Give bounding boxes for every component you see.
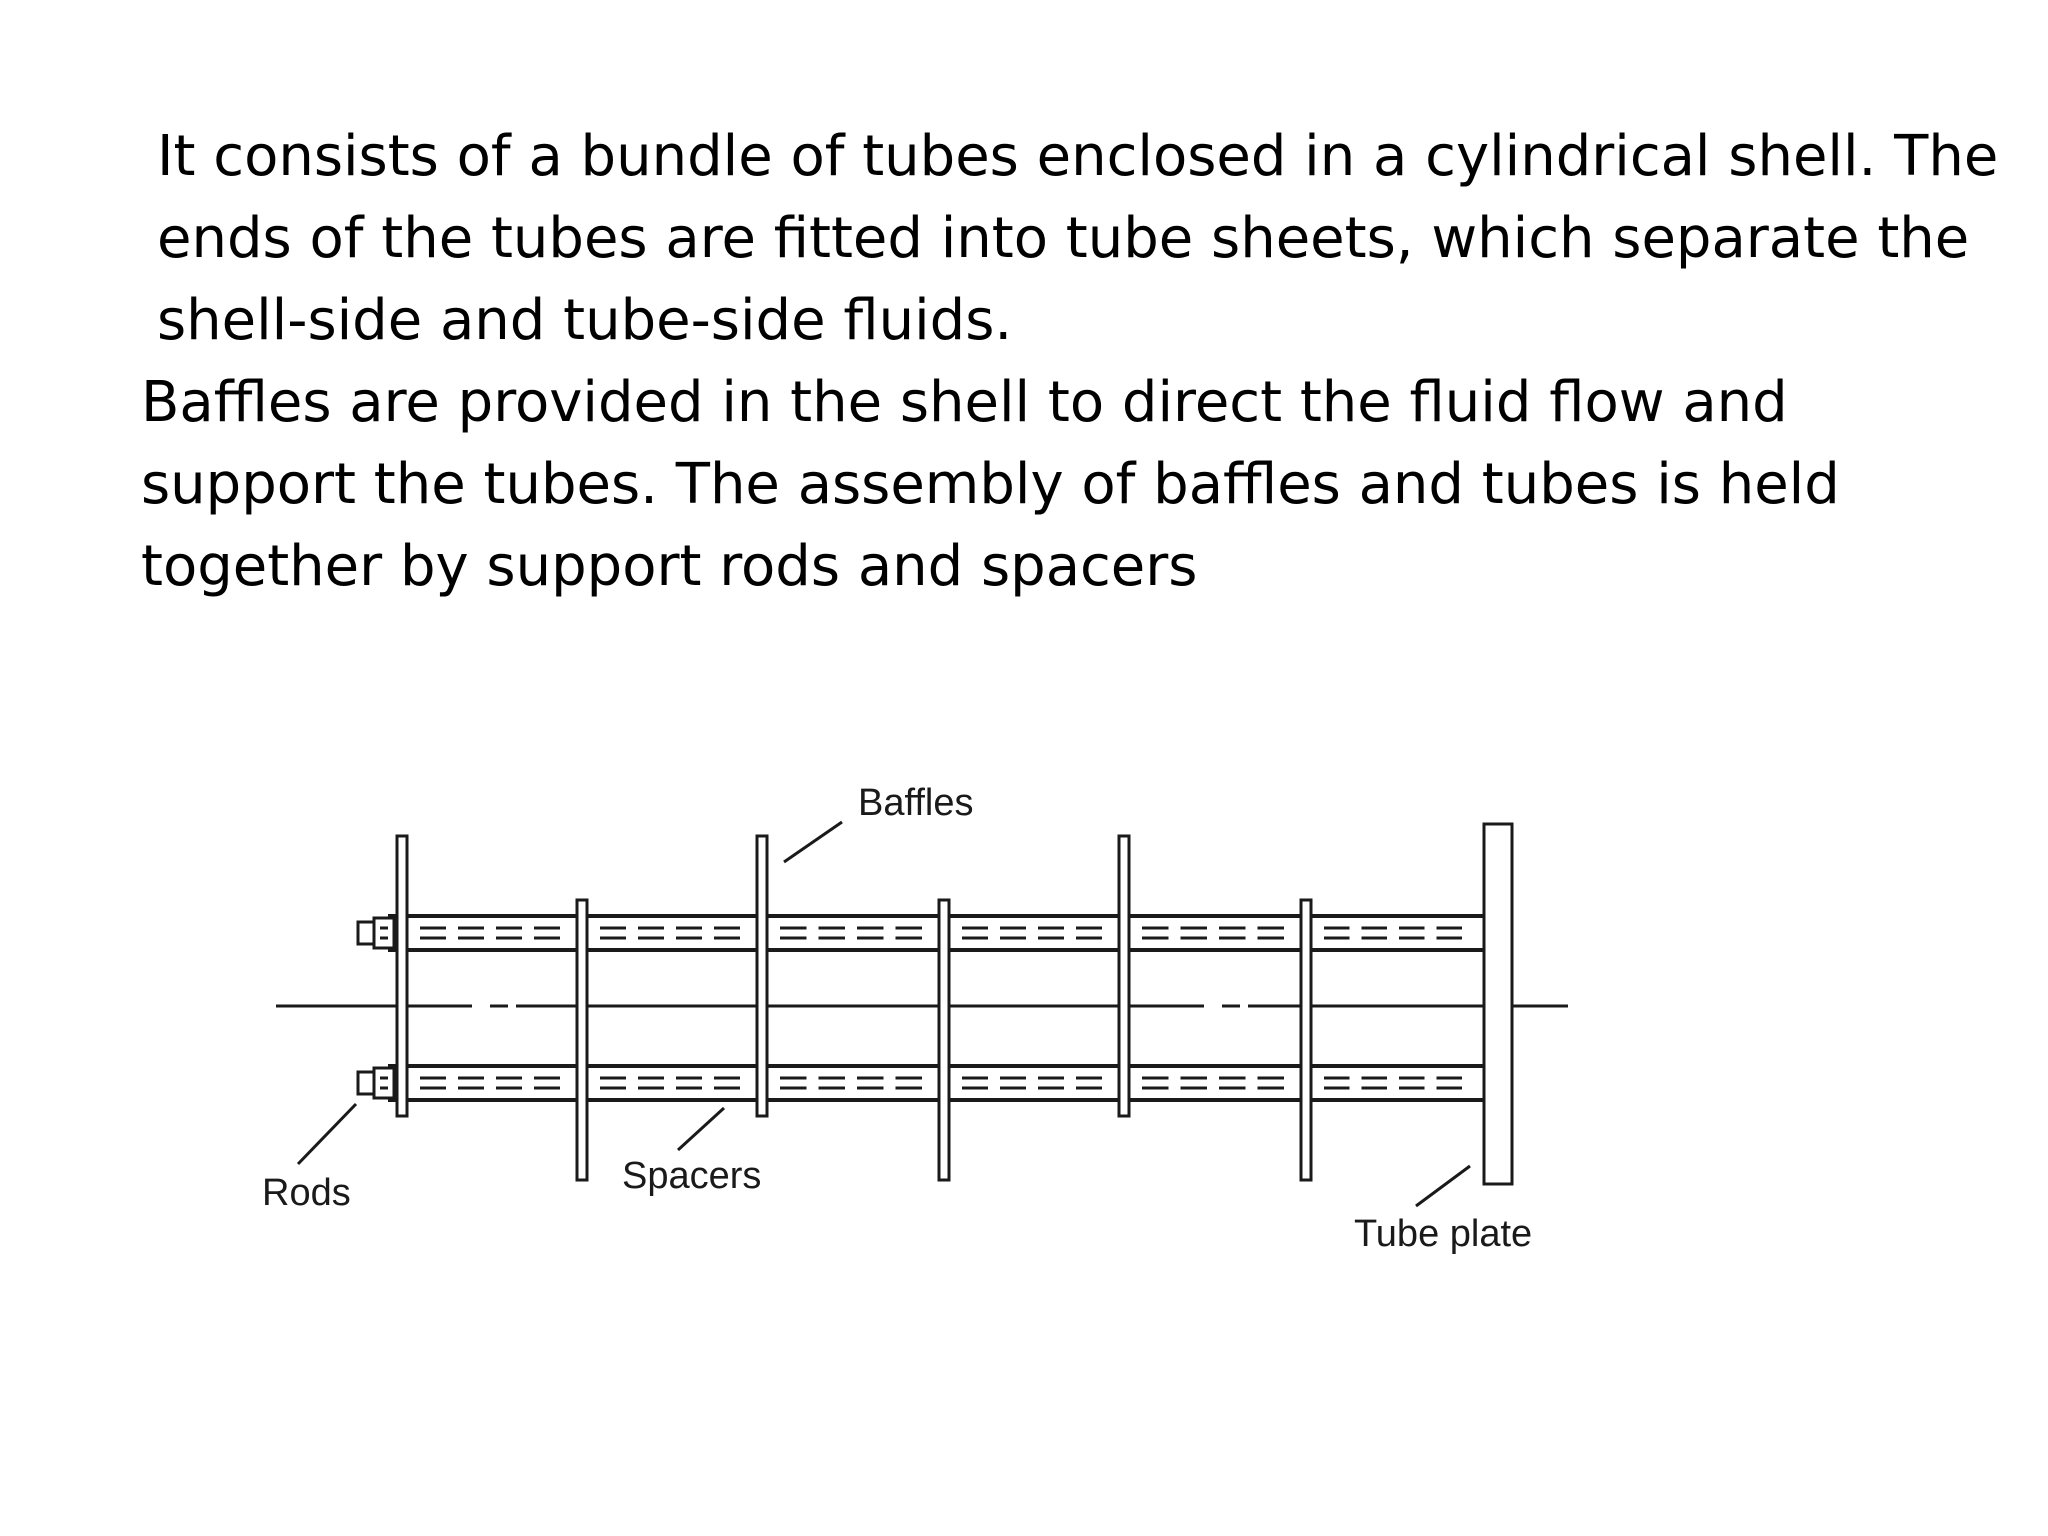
spacer <box>937 898 951 1182</box>
rod-left-nut <box>356 920 376 946</box>
slide-body-text: It consists of a bundle of tubes enclose… <box>141 116 2001 608</box>
paragraph-shell-description: It consists of a bundle of tubes enclose… <box>157 124 1999 353</box>
leader-baffles <box>783 820 843 864</box>
leader-tube-plate <box>1415 1164 1471 1208</box>
spacer <box>575 898 589 1182</box>
baffle <box>395 834 409 1118</box>
rod-left-end <box>372 1066 396 1100</box>
paragraph-baffles-description: Baffles are provided in the shell to dir… <box>141 370 1840 599</box>
spacer <box>1299 898 1313 1182</box>
label-baffles: Baffles <box>858 782 973 824</box>
leader-spacers <box>676 1106 726 1152</box>
center-line-gap <box>1240 1002 1248 1010</box>
label-tube-plate: Tube plate <box>1354 1213 1532 1255</box>
baffle <box>1117 834 1131 1118</box>
baffle <box>755 834 769 1118</box>
center-line-gap <box>1204 1002 1222 1010</box>
rod-left-end <box>372 916 396 950</box>
tube-plate <box>1482 822 1514 1186</box>
label-spacers: Spacers <box>622 1155 761 1197</box>
tube-bundle-drawing <box>276 820 1568 1208</box>
center-line-gap <box>508 1002 516 1010</box>
label-rods: Rods <box>262 1172 351 1214</box>
center-line-gap <box>472 1002 490 1010</box>
rod-left-nut <box>356 1070 376 1096</box>
leader-rods <box>296 1102 358 1166</box>
